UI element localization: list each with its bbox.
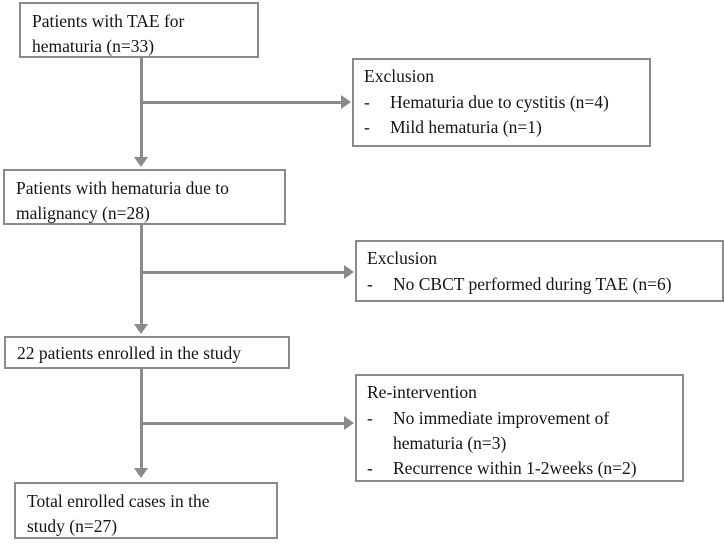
node-patients-malignancy: Patients with hematuria due to malignanc… (3, 169, 286, 225)
node-reintervention-item-2: - Recurrence within 1-2weeks (n=2) (367, 456, 676, 481)
node-patients-malignancy-line2: malignancy (n=28) (16, 202, 150, 223)
connector-branch-reintervention (140, 422, 346, 425)
connector-tae-to-malignancy (140, 58, 143, 159)
bullet-dash-icon: - (364, 116, 370, 137)
connector-enrolled-to-total (140, 369, 143, 470)
arrowhead-exclusion-1 (341, 95, 351, 109)
node-exclusion-2-title: Exclusion (367, 248, 437, 268)
node-exclusion-1-item-2: - Mild hematuria (n=1) (364, 115, 643, 140)
node-exclusion-1-item-1-text: Hematuria due to cystitis (n=4) (390, 91, 609, 112)
node-exclusion-1-item-1: - Hematuria due to cystitis (n=4) (364, 90, 643, 115)
node-enrolled-in-study-line1: 22 patients enrolled in the study (17, 343, 242, 363)
arrowhead-enrolled-to-total (134, 468, 148, 478)
arrowhead-reintervention (344, 416, 354, 430)
node-exclusion-1-title: Exclusion (364, 66, 434, 86)
arrowhead-tae-to-malignancy (134, 157, 148, 167)
connector-malignancy-to-enrolled (140, 225, 143, 326)
node-reintervention-title: Re-intervention (367, 382, 477, 402)
bullet-dash-icon: - (367, 457, 373, 478)
node-enrolled-in-study: 22 patients enrolled in the study (4, 336, 290, 369)
node-exclusion-2-item-1: - No CBCT performed during TAE (n=6) (367, 272, 716, 297)
node-exclusion-1-item-2-text: Mild hematuria (n=1) (390, 116, 542, 137)
node-patients-with-tae-line1: Patients with TAE for (32, 11, 185, 31)
node-reintervention-item-1-text: No immediate improvement of hematuria (n… (393, 407, 610, 453)
node-reintervention-item-1: - No immediate improvement of hematuria … (367, 406, 676, 456)
arrowhead-malignancy-to-enrolled (134, 324, 148, 334)
node-exclusion-2: Exclusion - No CBCT performed during TAE… (355, 240, 724, 302)
node-reintervention: Re-intervention - No immediate improveme… (355, 374, 684, 482)
connector-branch-exclusion-2 (140, 271, 346, 274)
connector-branch-exclusion-1 (140, 101, 343, 104)
arrowhead-exclusion-2 (344, 265, 354, 279)
node-exclusion-2-item-1-text: No CBCT performed during TAE (n=6) (393, 273, 672, 294)
node-exclusion-1: Exclusion - Hematuria due to cystitis (n… (352, 58, 651, 147)
node-reintervention-item-2-text: Recurrence within 1-2weeks (n=2) (393, 457, 637, 478)
node-patients-with-tae-line2: hematuria (n=33) (32, 35, 155, 56)
node-patients-malignancy-line1: Patients with hematuria due to (16, 178, 229, 198)
node-total-enrolled-cases: Total enrolled cases in the study (n=27) (14, 482, 278, 539)
node-total-enrolled-cases-line1: Total enrolled cases in the (27, 491, 210, 511)
node-patients-with-tae: Patients with TAE for hematuria (n=33) (19, 2, 259, 58)
node-total-enrolled-cases-line2: study (n=27) (27, 515, 118, 536)
bullet-dash-icon: - (364, 91, 370, 112)
bullet-dash-icon: - (367, 273, 373, 294)
bullet-dash-icon: - (367, 407, 373, 428)
